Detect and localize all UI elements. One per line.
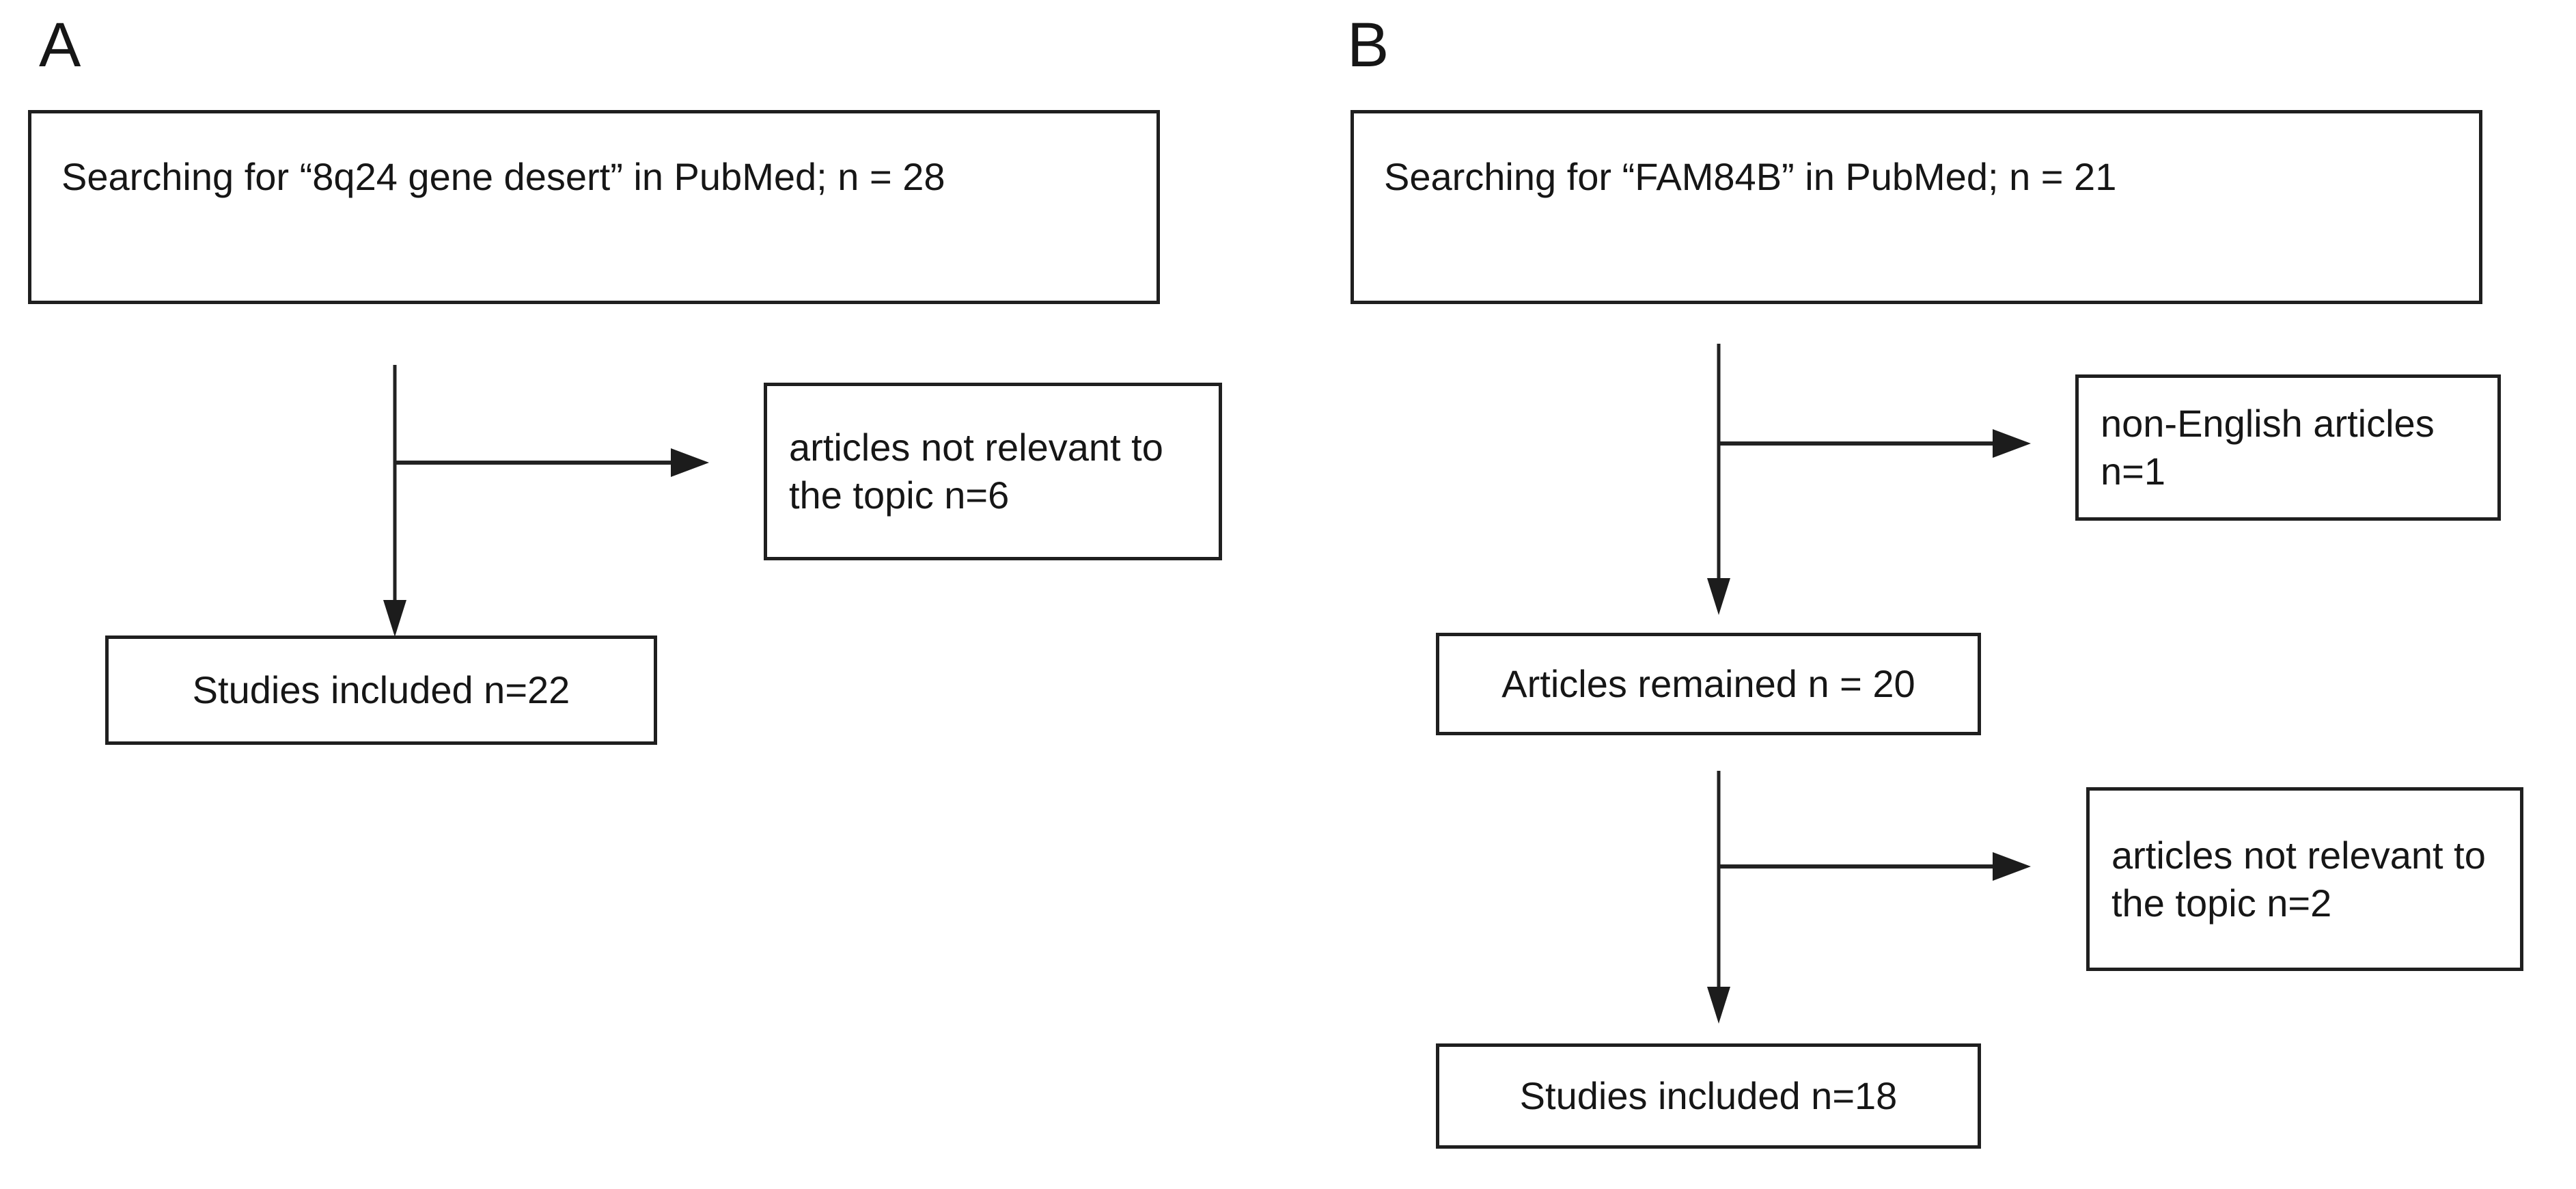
panel-b-included-text: Studies included n=18 [1519,1074,1898,1117]
panel-b-excluded2-box: articles not relevant to the topic n=2 [2086,787,2523,971]
arrow-b-right1-head-icon [1993,429,2031,458]
panel-a-search-box: Searching for “8q24 gene desert” in PubM… [28,110,1160,304]
panel-b-included-box: Studies included n=18 [1436,1043,1981,1149]
panel-b-remained-text: Articles remained n = 20 [1501,662,1915,705]
panel-b-excluded2-line2: the topic n=2 [2111,881,2332,925]
panel-b-excluded1-box: non-English articles n=1 [2075,374,2501,521]
panel-b-excluded2-line1: articles not relevant to [2111,833,2486,877]
panel-b-remained-box: Articles remained n = 20 [1436,633,1981,735]
arrow-b-down1-head-icon [1707,578,1730,615]
arrow-b-down2-head-icon [1707,987,1730,1024]
panel-a-excluded-box: articles not relevant to the topic n=6 [764,383,1222,560]
panel-b-excluded1-line1: non-English articles [2101,402,2435,445]
arrow-a-down-head-icon [383,600,406,637]
arrow-a-right-head-icon [671,448,709,477]
panel-a-search-text: Searching for “8q24 gene desert” in PubM… [61,155,945,198]
panel-b-search-box: Searching for “FAM84B” in PubMed; n = 21 [1351,110,2482,304]
panel-b-label: B [1347,10,1389,80]
panel-b-search-text: Searching for “FAM84B” in PubMed; n = 21 [1384,155,2117,198]
panel-a-excluded-line2: the topic n=6 [789,474,1010,517]
panel-a-label: A [39,10,81,80]
panel-a-included-text: Studies included n=22 [192,668,570,711]
panel-a-included-box: Studies included n=22 [105,636,657,745]
panel-b-excluded1-line2: n=1 [2101,450,2165,493]
panel-a-excluded-line1: articles not relevant to [789,426,1163,469]
arrow-b-right2-head-icon [1993,852,2031,881]
